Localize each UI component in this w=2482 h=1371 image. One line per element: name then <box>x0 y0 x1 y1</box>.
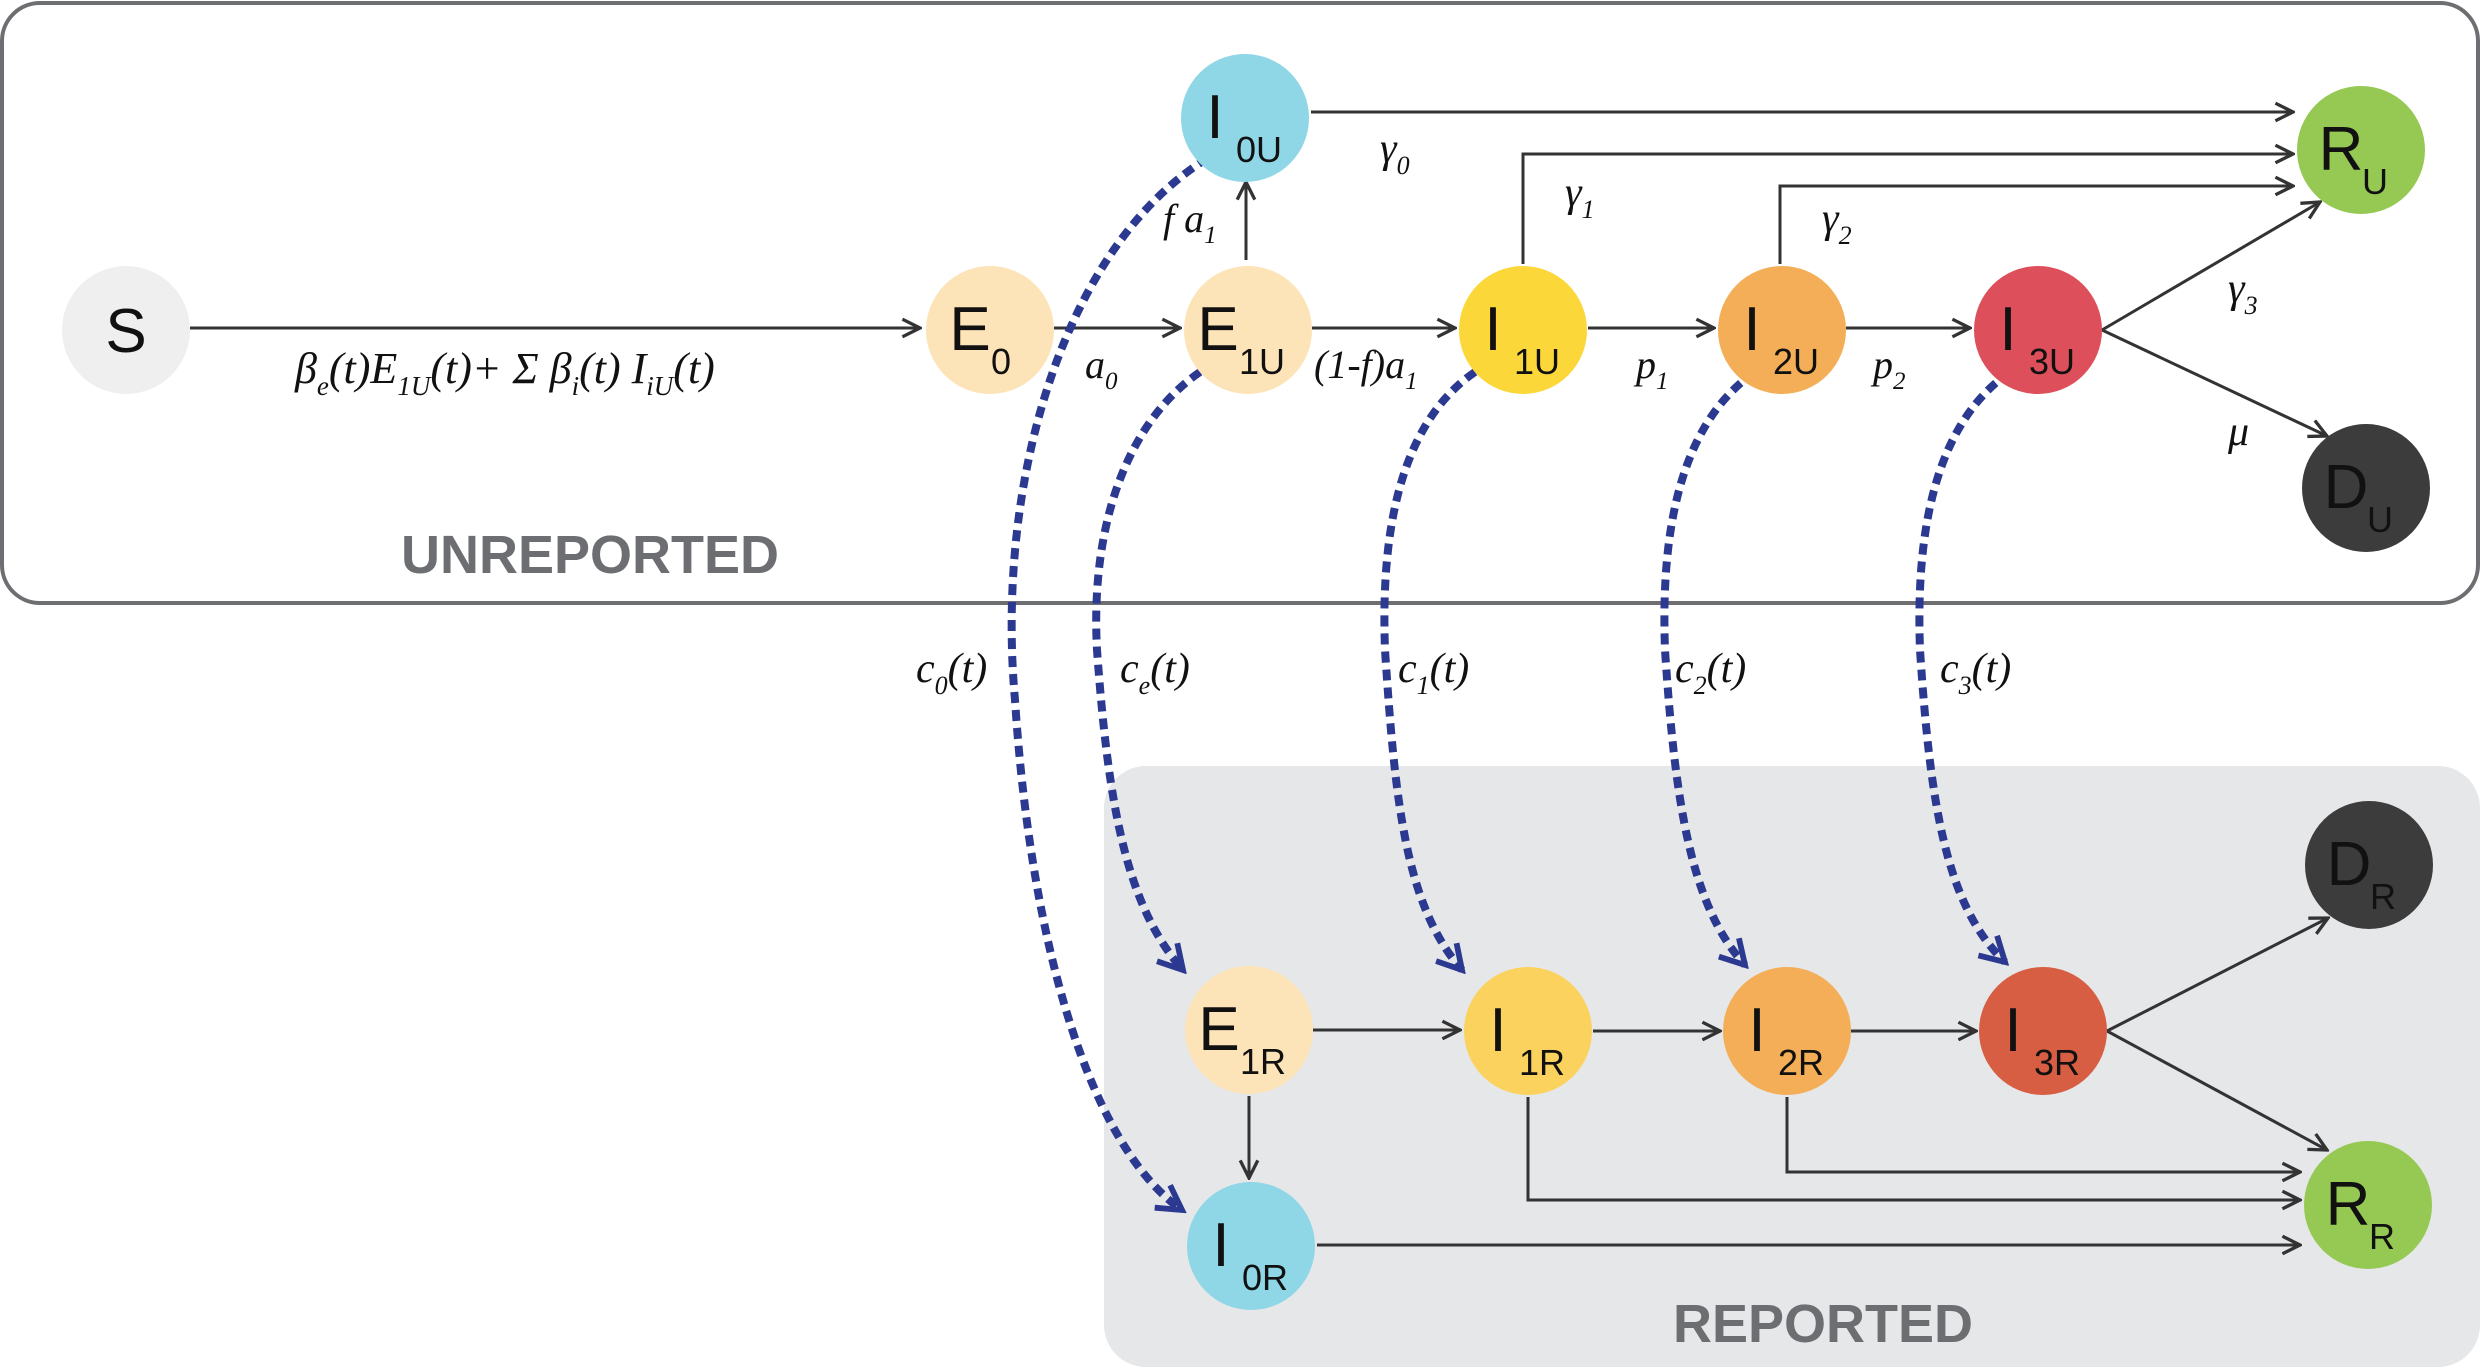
node-subscript: 3R <box>2034 1042 2080 1083</box>
node-circle <box>2304 1141 2432 1269</box>
node-i0u: I 0U <box>1181 54 1309 182</box>
node-label: E <box>949 295 990 364</box>
node-subscript: 1R <box>1519 1042 1565 1083</box>
report-rate-c3-label: c3(t) <box>1940 646 2011 700</box>
node-label: I <box>1743 295 1760 364</box>
node-circle <box>1979 967 2107 1095</box>
node-label: R <box>2319 115 2364 184</box>
node-dr: DR <box>2305 801 2433 929</box>
rate-a0-label: a0 <box>1085 342 1118 395</box>
node-label: I <box>2004 996 2021 1065</box>
node-label: D <box>2324 453 2369 522</box>
report-rate-c1-label: c1(t) <box>1398 646 1469 700</box>
node-label: I <box>1748 996 1765 1065</box>
node-label: E <box>1198 995 1239 1064</box>
reporting-arrows <box>1007 154 2013 1210</box>
node-i3u: I 3U <box>1974 266 2102 394</box>
node-label: I <box>1484 295 1501 364</box>
node-circle <box>2305 801 2433 929</box>
node-circle <box>62 266 190 394</box>
rate-gamma0-label: γ0 <box>1380 126 1410 180</box>
node-label: I <box>1999 295 2016 364</box>
node-subscript: U <box>2362 161 2388 202</box>
node-label: I <box>1206 83 1223 152</box>
rate-p1-label: p1 <box>1633 342 1669 395</box>
report-arrow-I0U-to-I0R <box>1007 154 1211 1210</box>
node-subscript: R <box>2369 1216 2395 1257</box>
node-i1u: I 1U <box>1459 266 1587 394</box>
node-du: DU <box>2302 424 2430 552</box>
node-i2r: I 2R <box>1723 967 1851 1095</box>
arrow-I2R-to-RR <box>1785 1097 2300 1172</box>
node-label: E <box>1197 295 1238 364</box>
node-label: I <box>1489 996 1506 1065</box>
node-subscript: R <box>2370 876 2396 917</box>
rate-labels: βe(t)E1U(t)+ Σ βi(t) IiU(t) a0 f a1 (1-f)a1… <box>294 126 2258 700</box>
node-subscript: 1U <box>1239 341 1285 382</box>
node-i0r: I 0R <box>1187 1182 1315 1310</box>
node-circle <box>1181 54 1309 182</box>
node-circle <box>1185 966 1313 1094</box>
node-circle <box>1184 266 1312 394</box>
node-circle <box>2302 424 2430 552</box>
node-i3r: I 3R <box>1979 967 2107 1095</box>
node-circle <box>1718 266 1846 394</box>
report-rate-c2-label: c2(t) <box>1675 646 1746 700</box>
arrow-I1R-to-RR <box>1526 1097 2300 1200</box>
unreported-label: UNREPORTED <box>401 525 779 585</box>
rate-fa1-label: f a1 <box>1163 196 1217 249</box>
node-i2u: I 2U <box>1718 266 1846 394</box>
node-ru: RU <box>2297 86 2425 214</box>
node-s: S <box>62 266 190 394</box>
flow-arrows <box>190 112 2328 1245</box>
rate-mu-label: μ <box>2227 409 2249 455</box>
node-label: D <box>2327 830 2372 899</box>
node-subscript: 1U <box>1514 341 1560 382</box>
node-circle <box>1723 967 1851 1095</box>
node-circle <box>1464 967 1592 1095</box>
arrow-I3U-to-DU <box>2101 328 2327 436</box>
arrow-I3U-to-RU <box>2101 202 2320 332</box>
node-circle <box>1187 1182 1315 1310</box>
node-subscript: U <box>2367 499 2393 540</box>
node-circle <box>1974 266 2102 394</box>
rate-gamma1-label: γ1 <box>1565 170 1595 224</box>
node-subscript: 0R <box>1242 1257 1288 1298</box>
node-subscript: 2U <box>1773 341 1819 382</box>
node-subscript: 0U <box>1236 129 1282 170</box>
report-rate-c0-label: c0(t) <box>916 646 987 700</box>
node-label: S <box>105 297 146 366</box>
node-subscript: 3U <box>2029 341 2075 382</box>
arrow-I2U-to-RU <box>1778 186 2293 264</box>
arrow-I1U-to-RU <box>1521 154 2293 264</box>
rate-gamma2-label: γ2 <box>1822 196 1852 250</box>
node-rr: RR <box>2304 1141 2432 1269</box>
rate-1-f-a1-label: (1-f)a1 <box>1314 342 1418 395</box>
node-label: R <box>2326 1170 2371 1239</box>
rate-gamma3-label: γ3 <box>2228 266 2258 320</box>
reported-label: REPORTED <box>1673 1294 1973 1354</box>
node-subscript: 2R <box>1778 1042 1824 1083</box>
report-arrow-E1U-to-E1R <box>1092 368 1203 970</box>
node-i1r: I 1R <box>1464 967 1592 1095</box>
report-rate-ce-label: ce(t) <box>1120 646 1190 700</box>
arrow-I3R-to-RR <box>2106 1029 2327 1150</box>
infection-rate-label: βe(t)E1U(t)+ Σ βi(t) IiU(t) <box>294 344 715 401</box>
rate-p2-label: p2 <box>1870 342 1906 395</box>
arrow-I3R-to-DR <box>2106 918 2328 1033</box>
node-subscript: 0 <box>991 341 1011 382</box>
node-subscript: 1R <box>1240 1041 1286 1082</box>
node-circle <box>2297 86 2425 214</box>
node-circle <box>926 266 1054 394</box>
node-circle <box>1459 266 1587 394</box>
node-label: I <box>1212 1211 1229 1280</box>
